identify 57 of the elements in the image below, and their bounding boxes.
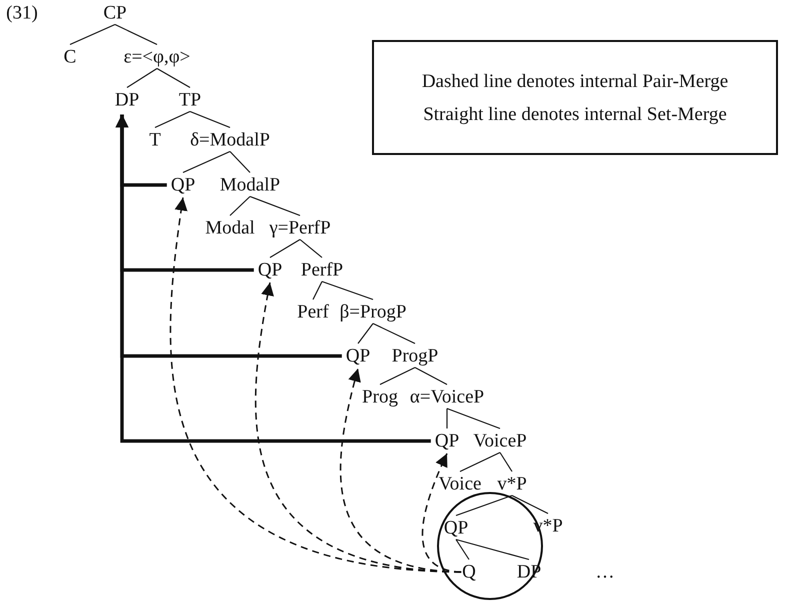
tree-node-label: QP xyxy=(170,174,196,196)
tree-branch xyxy=(312,281,322,300)
tree-node-label: DP xyxy=(114,90,140,110)
tree-node-label: C xyxy=(64,46,76,68)
tree-branch xyxy=(250,196,300,216)
tree-node-label: Voice xyxy=(438,474,482,494)
tree-branch xyxy=(230,151,250,173)
tree-node-label: TP xyxy=(178,90,202,110)
tree-node-label: Modal xyxy=(205,218,255,238)
tree-branch xyxy=(270,239,300,258)
tree-node-label: Perf xyxy=(297,302,329,322)
tree-node-label: T xyxy=(149,130,161,150)
tree-branch xyxy=(414,367,448,385)
tree-branch xyxy=(190,110,230,128)
tree-node-label: QP xyxy=(434,430,460,452)
tree-node-label: γ=PerfP xyxy=(269,218,331,238)
tree-node-label: ε=<φ,φ> xyxy=(124,46,190,68)
tree-node-label: VoiceP xyxy=(473,430,527,452)
tree-branch xyxy=(156,68,190,88)
note-text: Straight line denotes internal Set-Merge xyxy=(423,104,727,124)
tree-branch xyxy=(70,24,116,45)
tree-node-label: QP xyxy=(444,518,468,538)
tree-branch xyxy=(182,151,230,173)
merge-arrow xyxy=(116,114,431,443)
tree-branch xyxy=(512,495,548,514)
tree-branch xyxy=(446,408,448,428)
tree-node-label: QP xyxy=(258,260,282,280)
tree-node-label: α=VoiceP xyxy=(410,386,484,408)
tree-node-label: PerfP xyxy=(300,260,344,280)
tree-branch xyxy=(456,494,512,516)
tree-branch xyxy=(126,68,158,88)
tree-branch xyxy=(114,24,158,45)
continuation-dots: … xyxy=(596,562,614,582)
tree-branch xyxy=(358,323,374,344)
tree-node-label: δ=ModalP xyxy=(190,130,270,150)
dashed-arrow xyxy=(422,453,462,573)
note-text: Dashed line denotes internal Pair-Merge xyxy=(422,72,728,90)
tree-branch xyxy=(372,323,416,344)
tree-node-label: ModalP xyxy=(220,174,280,196)
tree-branch xyxy=(460,452,500,472)
tree-branch xyxy=(154,111,190,128)
tree-node-label: Prog xyxy=(362,386,398,408)
tree-node-label: CP xyxy=(103,2,127,24)
tree-node-label: ProgP xyxy=(392,346,438,366)
tree-branch xyxy=(322,280,374,300)
tree-branch xyxy=(500,452,512,472)
example-number: (31) xyxy=(6,2,38,24)
tree-branch xyxy=(230,196,250,216)
tree-branch xyxy=(446,408,500,430)
note-box xyxy=(372,40,778,155)
tree-node-label: v*P xyxy=(497,474,527,494)
tree-branch xyxy=(300,239,322,258)
tree-node-label: Q xyxy=(462,562,476,582)
tree-branch xyxy=(380,367,416,385)
tree-branch xyxy=(456,539,470,560)
tree-node-label: QP xyxy=(346,346,370,366)
tree-node-label: β=ProgP xyxy=(340,302,406,322)
